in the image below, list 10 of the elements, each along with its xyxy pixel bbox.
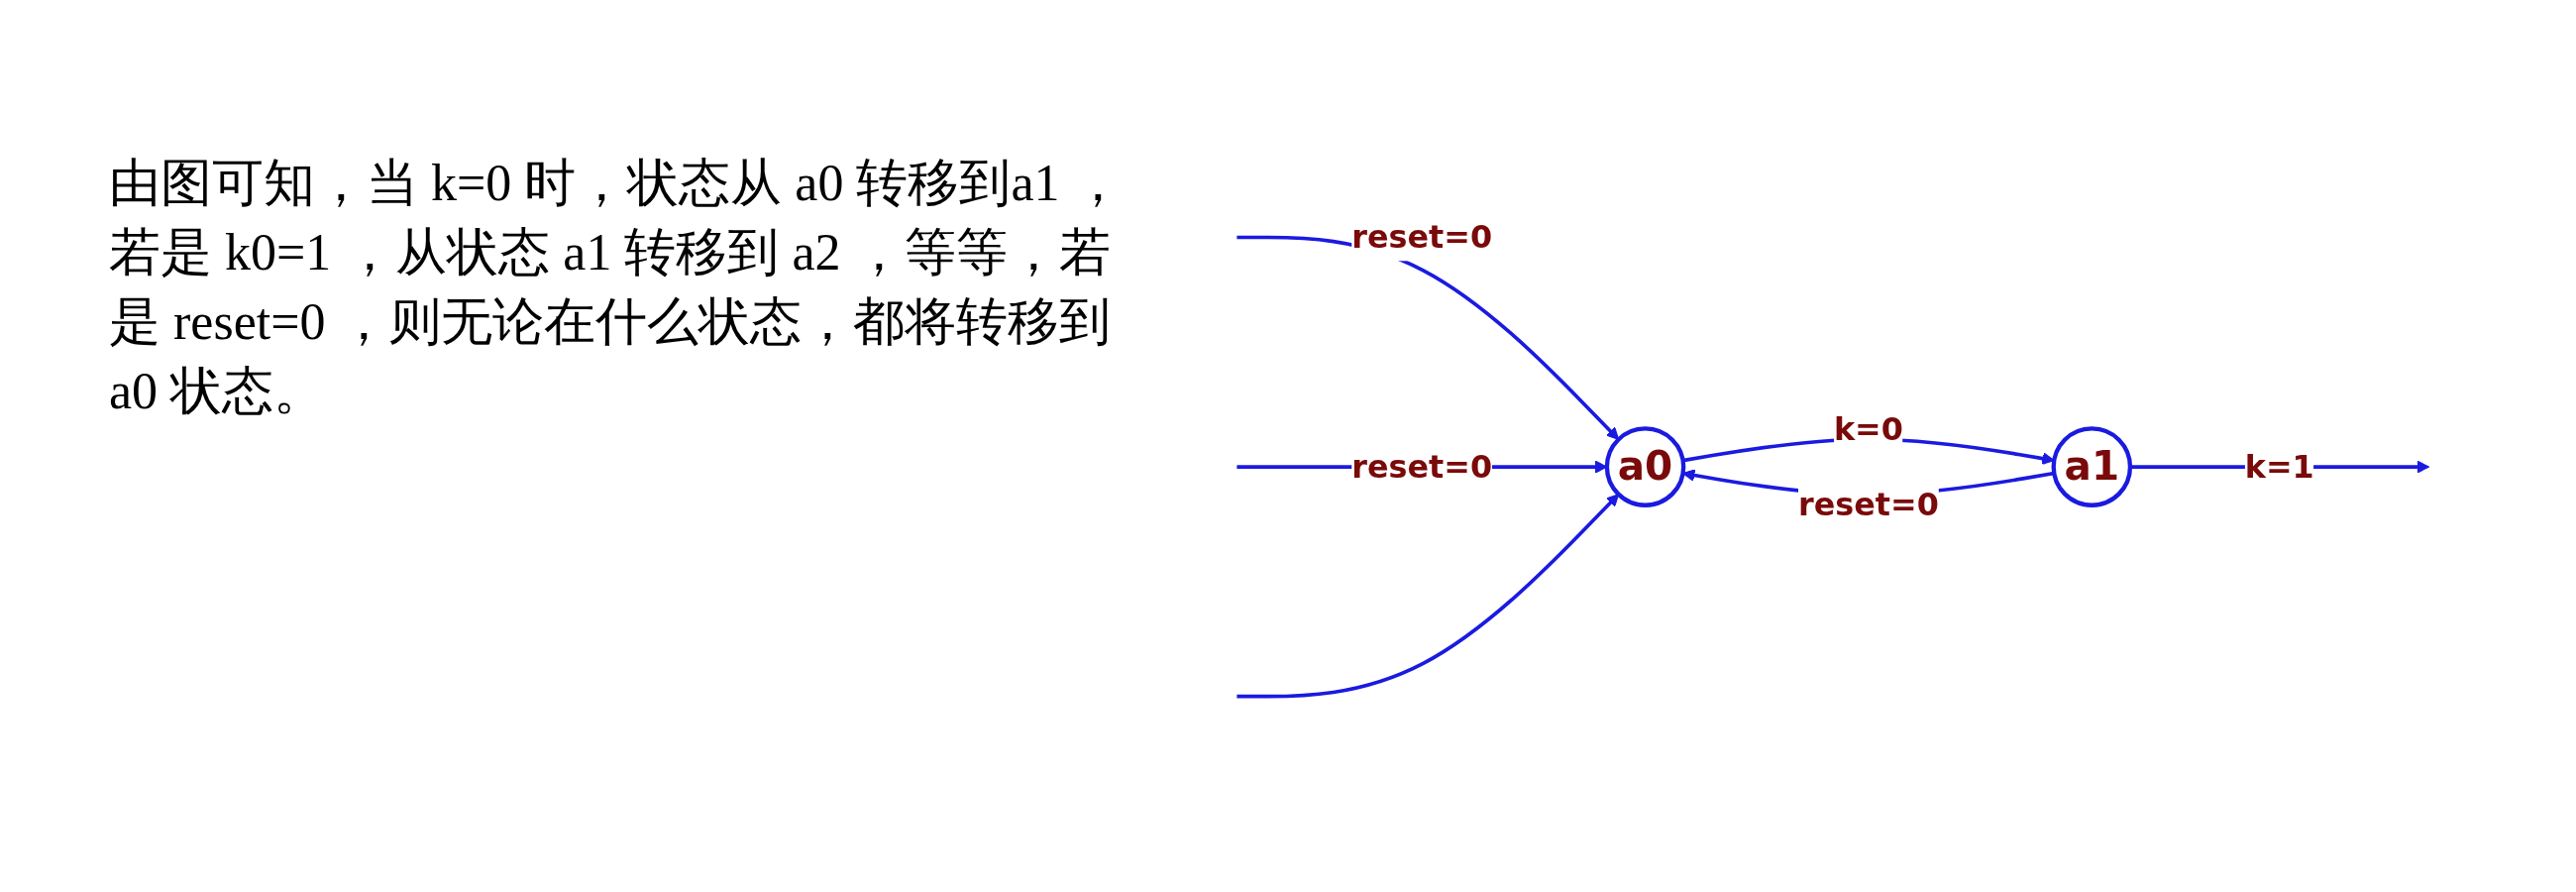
edge-label: reset=0 — [1797, 487, 1939, 523]
node-circle: a0 — [1604, 426, 1686, 507]
edge-label: reset=0 — [1351, 219, 1493, 256]
edge-label: k=1 — [2244, 448, 2314, 486]
node-circle: a1 — [2051, 426, 2133, 507]
note-text: 由图可知，当 k=0 时，状态从 a0 转移到a1 ，若是 k0=1 ，从状态 a1 转移到 a2 ，等等，若是 reset=0 ，则无论在什么状态，都将转移到 a0 状态。 — [109, 154, 1126, 421]
edge-label: k=0 — [1833, 410, 1903, 447]
edge-label: reset=0 — [1351, 448, 1493, 486]
arrow — [1236, 235, 1620, 440]
arrow — [1236, 494, 1620, 699]
